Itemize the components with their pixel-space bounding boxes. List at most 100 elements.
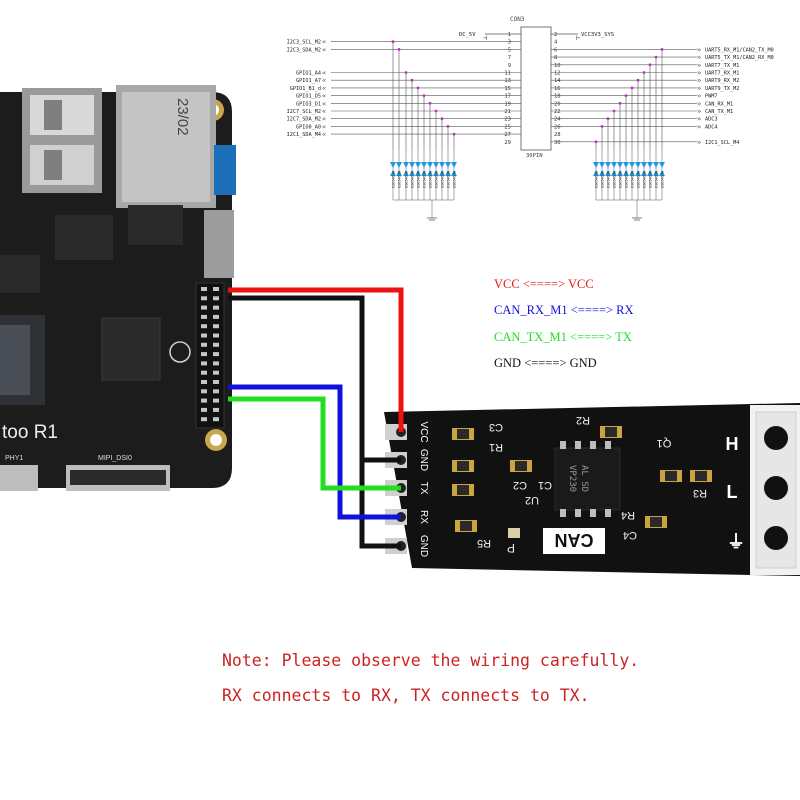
pin-number-left: 21 [504, 109, 511, 115]
left-signal-label: GPIO1_A4 [296, 71, 321, 77]
esd-diode [653, 162, 659, 168]
pmic-chip [55, 215, 113, 260]
diode-part-label: ESD5451N [613, 171, 617, 188]
esd-diode-pair [623, 170, 629, 176]
header-pin [201, 380, 207, 384]
header-pin [201, 314, 207, 319]
smd-body [457, 461, 469, 471]
rx-wire [228, 384, 401, 520]
right-signal-label: ADC4 [705, 124, 718, 130]
right-signal-port-icon: » [697, 77, 701, 85]
part-label: C1 [538, 479, 552, 491]
pin-number-left: 1 [508, 32, 511, 38]
esd-diode-pair [439, 170, 445, 176]
right-signal-junction [624, 94, 628, 97]
esd-diode-pair [396, 170, 402, 176]
pin-header-schematic: CON3 30PIN 13579111315171921232527292468… [287, 16, 774, 221]
smd-body [515, 461, 527, 471]
header-pin [201, 352, 207, 357]
esd-diode [635, 162, 641, 168]
part-label: C4 [623, 529, 637, 541]
diode-part-label: ESD5451N [649, 171, 653, 188]
chip-leg [575, 441, 581, 449]
esd-diode [433, 162, 439, 168]
left-signal-label: I2C7_SDA_M2 [287, 117, 321, 123]
power-left-label: DC_5V [459, 32, 476, 38]
right-signal-group: »UART5_RX_M1/CAN2_TX_M0»UART5_TX_M1/CAN2… [551, 46, 774, 150]
header-pin [213, 398, 219, 403]
chip-leg [560, 441, 566, 449]
port-label-dsi: MIPI_DSI0 [98, 455, 132, 462]
right-signal-port-icon: » [697, 108, 701, 116]
wiring [228, 287, 404, 549]
esd-diode [390, 162, 396, 168]
diode-part-label: ESD5451N [619, 171, 623, 188]
esd-diode-pair [445, 170, 451, 176]
part-label: R1 [489, 441, 503, 453]
terminal-gnd [764, 526, 788, 550]
header-pin [213, 287, 219, 291]
esd-diode-pair [427, 170, 433, 176]
module-pin-label: VCC [418, 421, 429, 442]
esd-diode [611, 162, 617, 168]
chip-leg [560, 509, 566, 517]
pin-number-right: 4 [554, 40, 558, 46]
diode-part-label: ESD5451N [429, 171, 433, 188]
pin-number-right: 10 [554, 63, 561, 69]
esd-diode [593, 162, 599, 168]
pin-number-left: 9 [508, 63, 511, 69]
diode-part-label: ESD5451N [392, 171, 396, 188]
header-pin [201, 342, 207, 347]
transceiver-chip [554, 447, 621, 511]
header-pin [213, 380, 219, 384]
transceiver-legs [560, 441, 611, 517]
part-label: U2 [525, 494, 539, 506]
esd-diode-pair [421, 170, 427, 176]
header-pin [213, 389, 219, 394]
right-signal-port-icon: » [697, 61, 701, 69]
bridge-chip [128, 205, 183, 245]
sd-card-slot [204, 210, 234, 278]
left-signal-junction [452, 132, 456, 136]
memory-chip [101, 317, 161, 381]
pin-number-right: 24 [554, 117, 561, 123]
diode-part-label: ESD5451N [661, 171, 665, 188]
pin-number-left: 23 [504, 117, 511, 123]
smd-body [457, 485, 469, 495]
part-label: R3 [693, 487, 707, 499]
left-signal-port-icon: « [322, 92, 326, 100]
right-signal-junction [594, 140, 598, 144]
gpio-header-pins [201, 287, 219, 422]
pin-number-right: 2 [554, 32, 557, 38]
pin-number-left: 27 [504, 132, 511, 138]
vcc-wire [228, 287, 404, 432]
diode-part-label: ESD5451N [417, 171, 421, 188]
smd-components [452, 426, 712, 532]
right-signal-label: UART7_TX_M1 [705, 63, 739, 69]
header-pin [213, 342, 219, 347]
wiring-note-line-2: RX connects to RX, TX connects to TX. [222, 686, 590, 705]
fan-connector [214, 145, 236, 195]
diode-part-label: ESD5451N [637, 171, 641, 188]
esd-diode [451, 162, 457, 168]
left-signal-label: I2C7_SCL_M2 [287, 109, 321, 115]
esd-diode [617, 162, 623, 168]
right-signal-port-icon: » [697, 92, 701, 100]
right-signal-junction [636, 78, 640, 82]
esd-diode-pair [599, 170, 605, 176]
left-signal-port-icon: « [322, 123, 326, 131]
left-signal-junction [428, 101, 432, 105]
phy-connector [0, 465, 38, 491]
left-signal-port-icon: « [322, 38, 326, 46]
dev-board: 23/02 too R1 PHY1 MIPI_DSI0 [0, 85, 236, 491]
pin-number-left: 5 [508, 47, 511, 53]
led-label: P [507, 541, 515, 555]
connector-name: CON3 [510, 16, 525, 23]
pin-number-left: 25 [504, 124, 511, 130]
header-pin [213, 324, 219, 329]
power-led [508, 528, 520, 538]
pin-number-left: 19 [504, 101, 511, 107]
connector-type: 30PIN [526, 153, 543, 159]
legend-gnd: GND <====> GND [494, 356, 597, 370]
esd-diode [599, 162, 605, 168]
